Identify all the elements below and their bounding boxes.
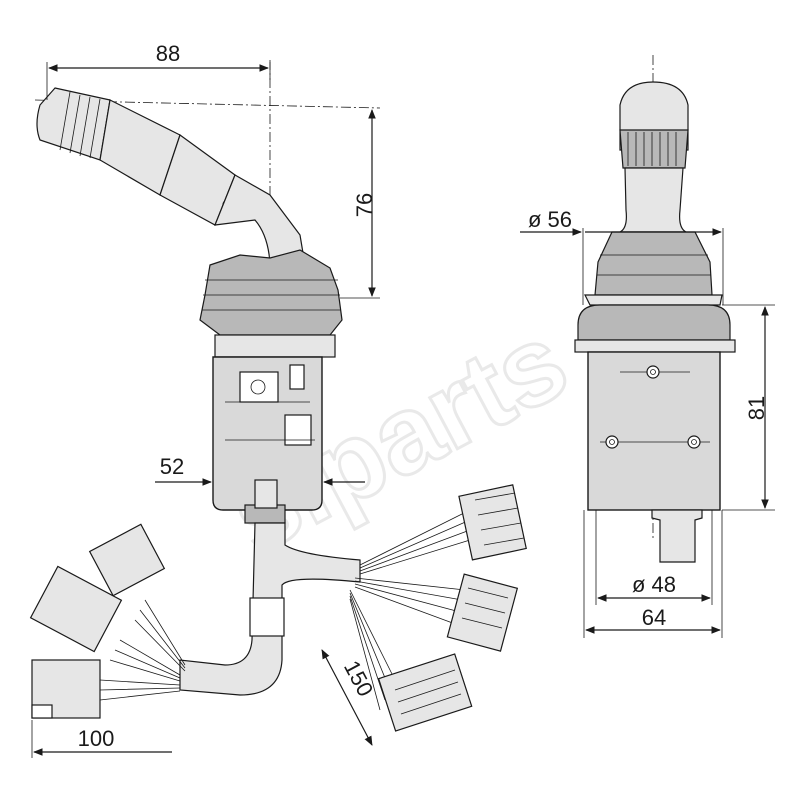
connector-right-bottom [377, 653, 473, 732]
connector-right-top [458, 484, 527, 561]
dim-side-width: 88 [46, 41, 271, 100]
front-grip-knurl [619, 129, 689, 169]
screw-right [687, 435, 701, 449]
connector-right-middle [446, 573, 519, 652]
dim-side-height: 76 [340, 109, 380, 299]
screw-left [605, 435, 619, 449]
handle-grip [36, 87, 236, 226]
housing-internals [225, 364, 315, 446]
front-ring [577, 304, 731, 341]
dim-label-76: 76 [352, 193, 377, 217]
front-mount-plate [574, 339, 736, 353]
dim-label-88: 88 [156, 41, 180, 66]
dim-front-handle-dia: ø 56 [520, 207, 724, 305]
connector-left-top [88, 523, 166, 597]
connector-left-middle [29, 565, 123, 653]
mount-flange [214, 334, 336, 358]
side-view: 88 76 52 100 150 [29, 41, 527, 758]
dim-label-52: 52 [160, 454, 184, 479]
front-shaft [619, 167, 687, 233]
dim-front-inner-dia: ø 48 [595, 510, 713, 605]
dim-cable-length: 150 [321, 649, 378, 746]
dim-label-81: 81 [744, 396, 769, 420]
connector-left-bottom [31, 659, 101, 719]
dim-cable-spread: 100 [31, 720, 172, 758]
cable-clamp [249, 597, 285, 637]
front-bellows [594, 231, 713, 296]
screw-top [646, 365, 660, 379]
dim-front-width: 64 [583, 510, 723, 638]
dim-front-height: 81 [722, 304, 775, 511]
dim-label-100: 100 [78, 726, 115, 751]
front-cable-stub [651, 509, 703, 563]
rubber-bellows [199, 249, 343, 336]
fan-out-wires [99, 509, 471, 711]
dim-side-base: 52 [155, 454, 365, 486]
dim-label-dia56: ø 56 [528, 207, 572, 232]
front-view: ø 56 81 ø 48 64 [520, 55, 775, 638]
dim-label-64: 64 [642, 605, 666, 630]
dim-label-dia48: ø 48 [632, 572, 676, 597]
